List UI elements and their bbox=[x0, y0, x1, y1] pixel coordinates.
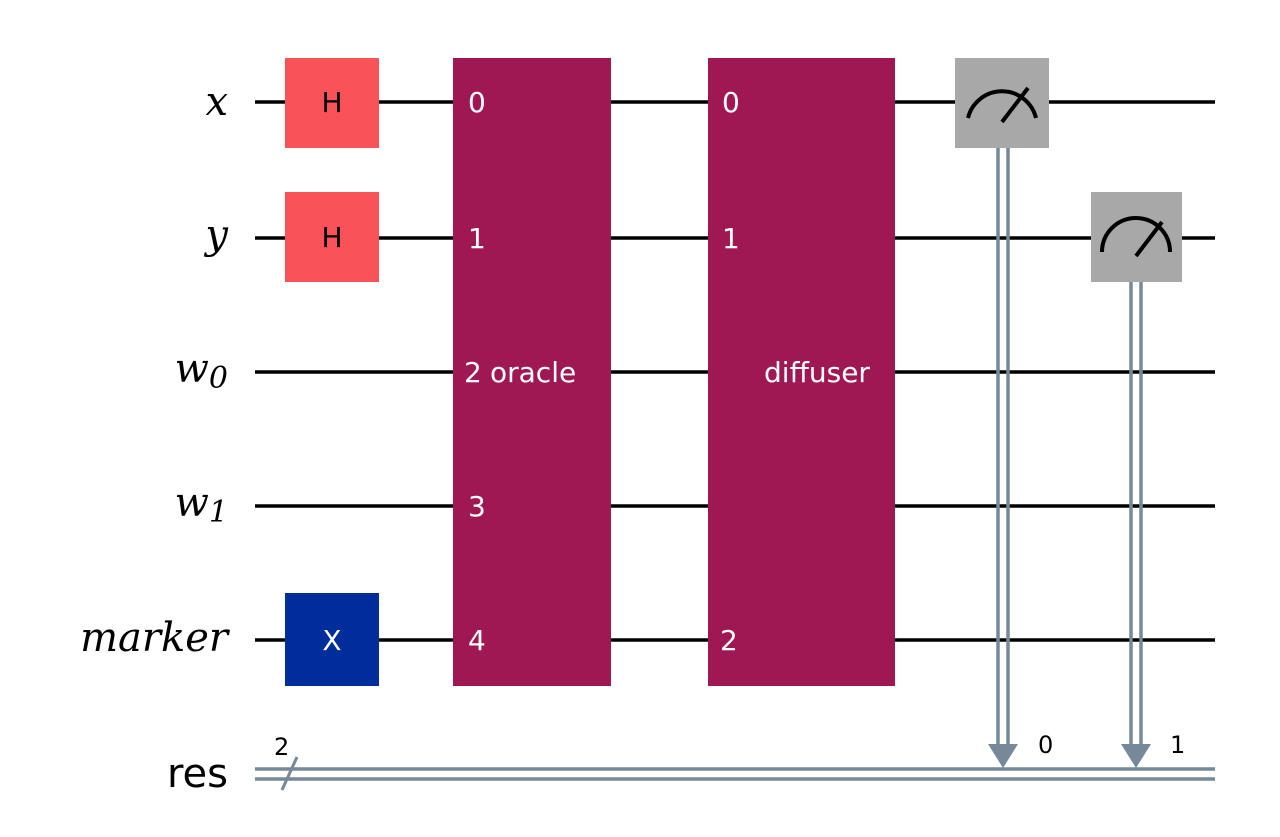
wire-label-w1: w1 bbox=[175, 480, 228, 530]
wire-label-res: res bbox=[167, 751, 228, 797]
measure-bit-0: 0 bbox=[1038, 731, 1053, 759]
oracle-port-3: 3 bbox=[468, 490, 486, 523]
oracle-port-1: 1 bbox=[468, 222, 486, 255]
measure-arrow-0 bbox=[988, 744, 1018, 768]
diffuser-port-2: 2 bbox=[720, 624, 738, 657]
wire-label-y: y bbox=[203, 212, 229, 258]
svg-text:H: H bbox=[321, 221, 342, 254]
diffuser-gate: 0 1 2 diffuser bbox=[708, 58, 895, 686]
x-gate-marker: X bbox=[285, 593, 379, 686]
wire-label-marker: marker bbox=[80, 615, 231, 661]
svg-text:w0: w0 bbox=[175, 346, 228, 396]
svg-text:H: H bbox=[321, 86, 342, 119]
diffuser-label: diffuser bbox=[764, 356, 870, 389]
classical-wire-res: 2 bbox=[255, 733, 1215, 791]
oracle-label: oracle bbox=[490, 356, 576, 389]
svg-text:X: X bbox=[322, 624, 341, 657]
h-gate-y: H bbox=[285, 192, 379, 282]
meter-icon bbox=[1100, 216, 1172, 253]
oracle-port-0: 0 bbox=[468, 86, 486, 119]
oracle-gate: 0 1 2 3 4 oracle bbox=[453, 58, 611, 686]
wire-label-w0: w0 bbox=[175, 346, 228, 396]
measure-bit-1: 1 bbox=[1170, 731, 1185, 759]
h-gate-x: H bbox=[285, 58, 379, 148]
oracle-port-4: 4 bbox=[468, 624, 486, 657]
meter-icon bbox=[966, 89, 1038, 119]
svg-text:w1: w1 bbox=[175, 480, 228, 530]
diffuser-port-0: 0 bbox=[722, 86, 740, 119]
measure-gate-x bbox=[955, 58, 1049, 768]
register-slash bbox=[280, 756, 299, 791]
wire-label-x: x bbox=[205, 79, 228, 125]
register-width: 2 bbox=[274, 733, 289, 761]
measure-arrow-1 bbox=[1121, 744, 1151, 768]
measure-gate-y bbox=[1091, 192, 1182, 768]
diffuser-port-1: 1 bbox=[722, 222, 740, 255]
oracle-port-2: 2 bbox=[464, 356, 482, 389]
